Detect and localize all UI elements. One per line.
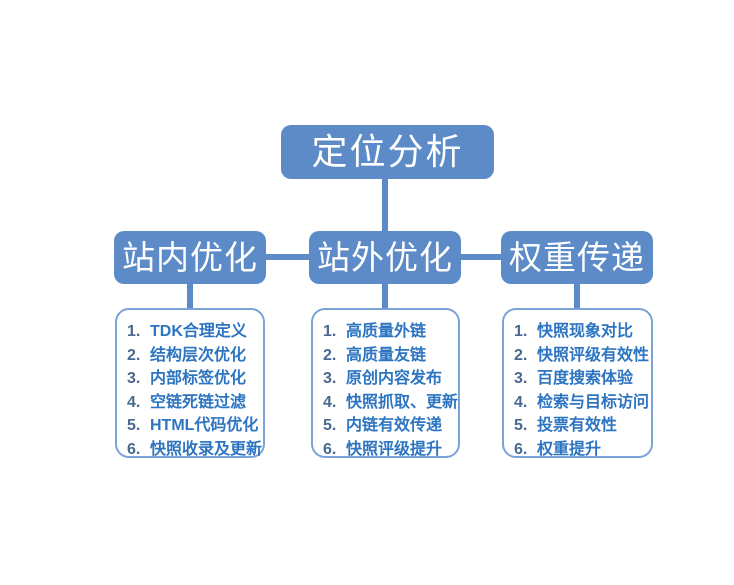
item-label: 快照评级提升 xyxy=(346,440,443,458)
item-number: 1. xyxy=(323,323,337,340)
item-label: 百度搜索体验 xyxy=(537,370,634,387)
branch-node-label: 站内优化 xyxy=(122,239,258,276)
item-label: 高质量友链 xyxy=(346,346,427,364)
item-label: 投票有效性 xyxy=(537,417,618,434)
connector-root-to-offsite xyxy=(382,179,388,231)
branch-node-weight-transfer: 权重传递 xyxy=(501,231,653,284)
item-label: 权重提升 xyxy=(537,440,602,458)
list-item: 6. 权重提升 xyxy=(514,435,647,459)
item-number: 1. xyxy=(127,323,141,340)
list-item: 1. TDK合理定义 xyxy=(127,317,259,341)
list-item: 2. 快照评级有效性 xyxy=(514,341,650,365)
branch-node-label: 站外优化 xyxy=(317,239,453,276)
list-item: 2. 高质量友链 xyxy=(323,341,454,365)
list-item: 4. 空链死链过滤 xyxy=(127,388,259,412)
item-label: 快照评级有效性 xyxy=(537,346,650,364)
item-number: 6. xyxy=(323,440,337,458)
list-item: 3. 内部标签优化 xyxy=(127,364,259,388)
item-label: 高质量外链 xyxy=(346,323,427,340)
item-number: 4. xyxy=(127,393,141,411)
item-label: 内部标签优化 xyxy=(150,370,247,387)
item-number: 5. xyxy=(514,417,528,434)
root-node-label: 定位分析 xyxy=(311,131,464,172)
list-box-weight: 1. 快照现象对比 2. 快照评级有效性 3. 百度搜索体验 4. 检索与目标访… xyxy=(502,308,653,458)
list-item: 6. 快照评级提升 xyxy=(323,435,454,459)
list-item: 4. 快照抓取、更新 xyxy=(323,388,458,412)
item-number: 6. xyxy=(514,440,528,458)
item-label: 原创内容发布 xyxy=(346,370,443,387)
item-number: 5. xyxy=(127,417,141,434)
list-item: 3. 百度搜索体验 xyxy=(514,364,647,388)
list-item: 1. 高质量外链 xyxy=(323,317,454,341)
item-label: 快照现象对比 xyxy=(537,323,634,340)
item-number: 2. xyxy=(127,346,141,364)
item-label: 结构层次优化 xyxy=(150,346,247,364)
branch-node-label: 权重传递 xyxy=(509,239,645,276)
list-item: 1. 快照现象对比 xyxy=(514,317,647,341)
list-item: 2. 结构层次优化 xyxy=(127,341,259,365)
item-number: 3. xyxy=(323,370,337,387)
list-item: 4. 检索与目标访问 xyxy=(514,388,650,412)
item-number: 1. xyxy=(514,323,528,340)
branch-node-offsite-optimization: 站外优化 xyxy=(309,231,461,284)
list-item: 3. 原创内容发布 xyxy=(323,364,454,388)
list-item: 5. HTML代码优化 xyxy=(127,411,259,435)
item-label: 快照抓取、更新 xyxy=(346,393,459,411)
list-box-onsite: 1. TDK合理定义 2. 结构层次优化 3. 内部标签优化 4. 空链死链过滤… xyxy=(115,308,265,458)
item-label: HTML代码优化 xyxy=(150,417,259,434)
list-item: 5. 投票有效性 xyxy=(514,411,647,435)
list-item: 5. 内链有效传递 xyxy=(323,411,454,435)
item-number: 4. xyxy=(323,393,337,411)
item-label: TDK合理定义 xyxy=(150,323,247,340)
item-label: 内链有效传递 xyxy=(346,417,443,434)
connector-offsite-weight xyxy=(461,254,501,260)
connector-onsite-offsite xyxy=(266,254,309,260)
item-number: 5. xyxy=(323,417,337,434)
list-box-offsite: 1. 高质量外链 2. 高质量友链 3. 原创内容发布 4. 快照抓取、更新 5… xyxy=(311,308,460,458)
item-label: 快照收录及更新 xyxy=(150,440,263,458)
item-number: 3. xyxy=(514,370,528,387)
item-number: 2. xyxy=(514,346,528,364)
connector-onsite-to-list xyxy=(187,284,193,308)
list-item: 6. 快照收录及更新 xyxy=(127,435,263,459)
item-number: 4. xyxy=(514,393,528,411)
item-number: 6. xyxy=(127,440,141,458)
root-node-positioning-analysis: 定位分析 xyxy=(281,125,494,179)
connector-offsite-to-list xyxy=(382,284,388,308)
connector-weight-to-list xyxy=(574,284,580,308)
item-number: 3. xyxy=(127,370,141,387)
item-label: 检索与目标访问 xyxy=(537,393,650,411)
item-label: 空链死链过滤 xyxy=(150,393,247,411)
branch-node-onsite-optimization: 站内优化 xyxy=(114,231,266,284)
item-number: 2. xyxy=(323,346,337,364)
